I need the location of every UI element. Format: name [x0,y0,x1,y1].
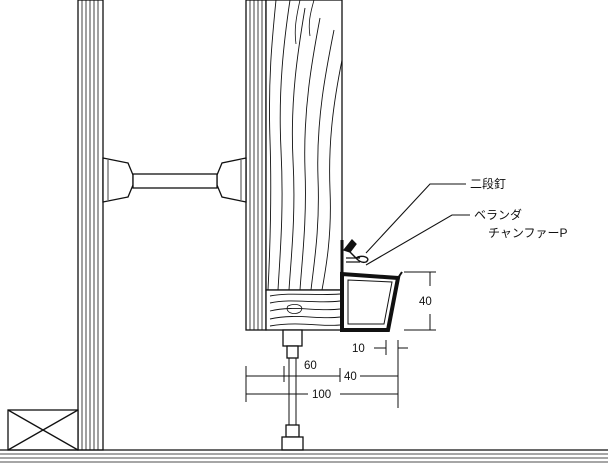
dim-width: 40 [344,371,357,383]
sill-block [265,289,343,331]
left-post [77,0,104,451]
tie-rod [102,157,247,203]
fitting-label-line1: ベランダ [474,207,522,222]
fitting-label-line2: チャンファーP [488,226,568,240]
dim-depth: 60 [304,360,317,372]
leader-lines [365,183,470,266]
dim-fitting-height: 40 [419,296,432,308]
two-step-nail [342,239,369,264]
dim-total: 100 [312,389,331,401]
timber-member [265,0,343,291]
wall-panel [245,0,267,331]
veranda-chamfer-fitting [340,240,403,332]
dimension-lines [245,271,436,408]
crossed-box [7,409,79,451]
support-post [281,329,304,451]
floor-slab [0,449,608,463]
nail-label: 二段釘 [470,176,506,191]
dim-gap: 10 [352,343,365,355]
